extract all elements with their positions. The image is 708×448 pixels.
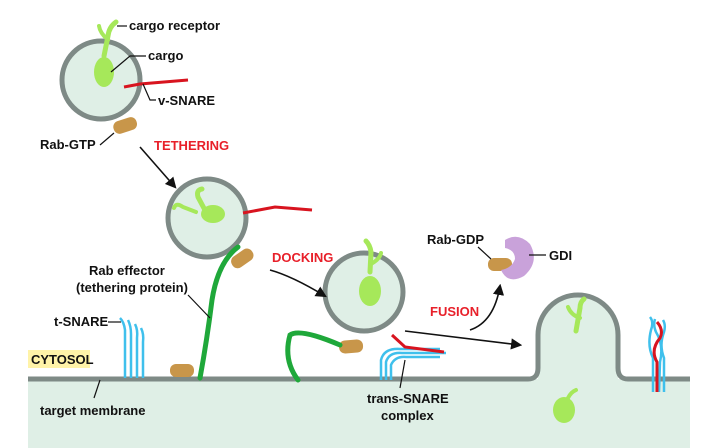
rab-effector-tether	[197, 244, 241, 381]
rab-gdp	[488, 258, 512, 271]
cargo-label: cargo	[148, 48, 183, 63]
target-membrane-leader	[93, 379, 101, 399]
fused-vesicle-lumen	[538, 295, 618, 379]
gdi-label: GDI	[549, 248, 572, 263]
docking-step-label: DOCKING	[272, 250, 333, 265]
target-membrane-label: target membrane	[40, 403, 145, 418]
fused-cargo-receptor	[566, 296, 587, 334]
rab-effector-leader	[187, 294, 211, 319]
fusion-arrow	[404, 330, 523, 350]
trans-snare-complex	[379, 333, 446, 380]
rab-gdp-leader	[477, 246, 492, 260]
target-compartment-lumen	[28, 379, 690, 448]
rab-gtp-leader	[99, 132, 115, 146]
v-snare-leader	[142, 83, 156, 101]
vesicle-3	[322, 238, 406, 354]
cargo-receptor-label: cargo receptor	[129, 18, 220, 33]
gdi-protein	[501, 236, 534, 280]
t-snare-proteins	[119, 317, 145, 378]
tethering-step-label: TETHERING	[154, 138, 229, 153]
docking-arrow	[269, 269, 327, 298]
t-snare-label: t-SNARE	[54, 314, 108, 329]
tethering-arrow	[139, 146, 177, 189]
rab-gtp-label: Rab-GTP	[40, 137, 96, 152]
released-cargo-stem	[566, 388, 578, 400]
membrane-rab-gtp	[170, 364, 194, 377]
fusion-step-label: FUSION	[430, 304, 479, 319]
trans-snare-label-line2: complex	[381, 408, 435, 423]
release-arrow	[469, 283, 505, 331]
cargo-leader	[110, 55, 146, 73]
rab-gdp-label: Rab-GDP	[427, 232, 484, 247]
released-cargo	[553, 397, 575, 423]
trans-snare-leader	[399, 359, 406, 389]
vesicle-1	[59, 19, 189, 134]
vesicle-2	[165, 176, 313, 269]
cytosol-highlight	[28, 350, 90, 368]
trans-snare-label-line1: trans-SNARE	[367, 391, 449, 406]
target-membrane-line	[28, 292, 690, 382]
rab-effector-label-line2: (tethering protein)	[76, 280, 188, 295]
v-snare-label: v-SNARE	[158, 93, 215, 108]
rab-effector-label-line1: Rab effector	[89, 263, 165, 278]
cytosol-label: CYTOSOL	[31, 352, 94, 367]
rab-effector-docking	[285, 330, 343, 383]
cis-snare-complex	[648, 316, 667, 393]
